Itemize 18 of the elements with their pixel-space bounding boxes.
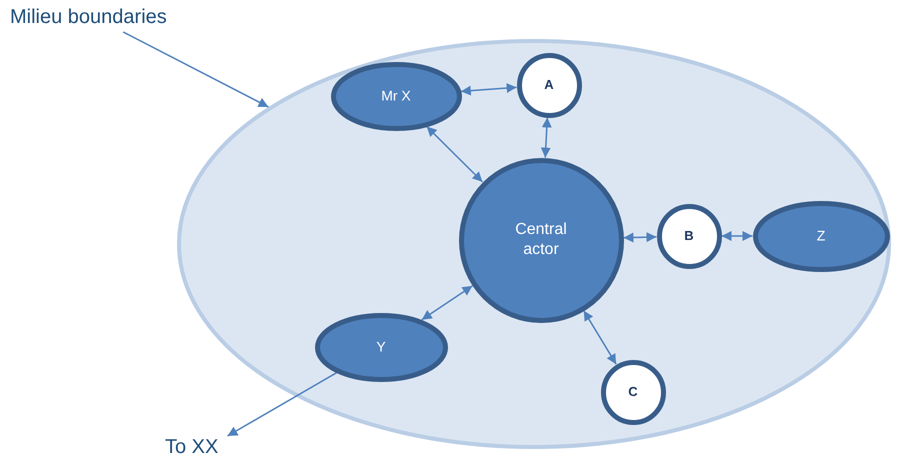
- callout-text: To XX: [165, 436, 218, 462]
- arrow: [227, 372, 338, 437]
- node-label: C: [627, 384, 639, 400]
- arrow: [540, 117, 552, 158]
- node-label: Central actor: [514, 220, 568, 260]
- node-label: Z: [816, 227, 826, 245]
- arrow: [623, 232, 657, 242]
- node-label: A: [543, 76, 555, 94]
- arrow: [460, 83, 517, 96]
- callout-text: Milieu boundaries: [10, 6, 167, 32]
- arrow: [122, 31, 269, 108]
- arrow: [421, 285, 473, 320]
- arrow: [426, 126, 483, 182]
- arrow: [722, 231, 752, 241]
- arrow: [583, 310, 617, 365]
- node-label: B: [683, 228, 695, 244]
- node-label: Y: [375, 338, 387, 356]
- node-label: Mr X: [380, 87, 412, 105]
